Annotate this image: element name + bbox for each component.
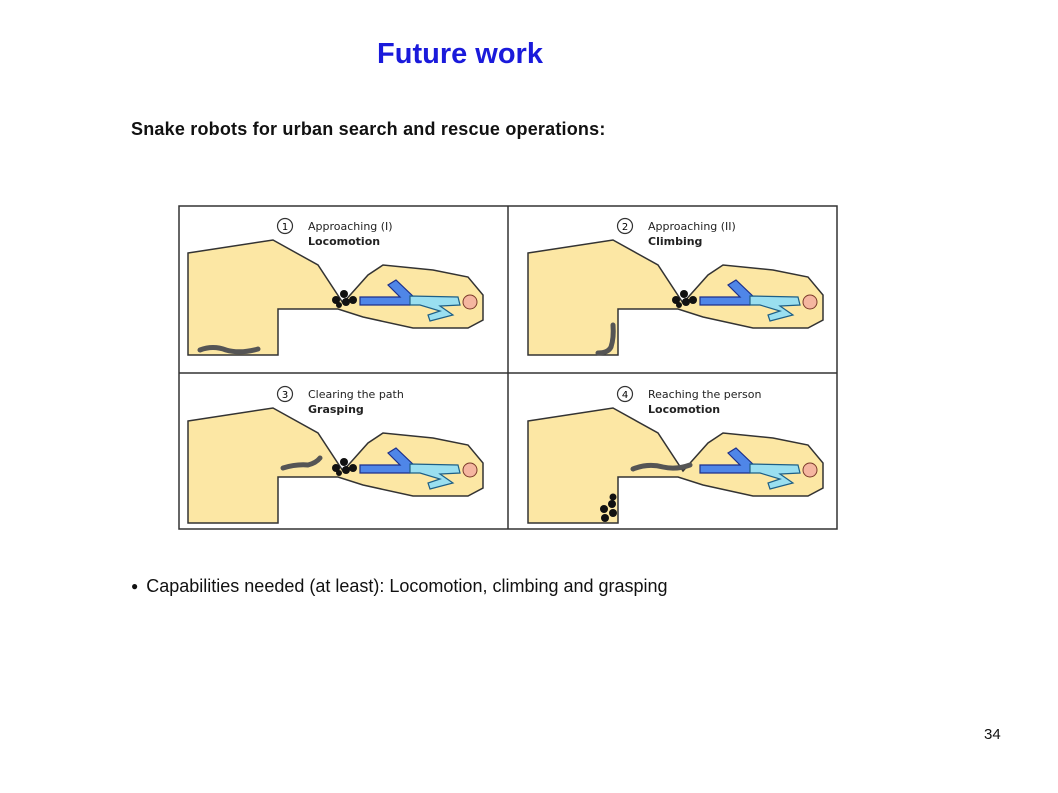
snake-robot-figure: 1 Approaching (I) Locomotion 2 Approachi…: [178, 205, 838, 530]
rocks-icon: [600, 493, 617, 522]
bullet-item: ● Capabilities needed (at least): Locomo…: [131, 576, 668, 597]
snake-robot-icon: [197, 345, 261, 355]
step-number-icon: [276, 385, 294, 403]
panel-number: 4: [622, 390, 628, 401]
snake-robot-icon: [630, 462, 693, 472]
bullet-text: Capabilities needed (at least): Locomoti…: [146, 576, 668, 596]
snake-robot-icon: [280, 455, 323, 471]
panel-caption: Reaching the person: [648, 388, 761, 401]
slide-title: Future work: [377, 38, 543, 70]
panel-number: 3: [282, 390, 288, 401]
panel-action: Grasping: [308, 403, 364, 416]
panel-caption: Clearing the path: [308, 388, 404, 401]
step-number-icon: [616, 385, 634, 403]
slide-subtitle: Snake robots for urban search and rescue…: [131, 119, 606, 139]
page-number: 34: [984, 726, 1001, 743]
panel-approaching-1: 1 Approaching (I) Locomotion: [187, 217, 484, 356]
panel-approaching-2: 2 Approaching (II) Climbing: [527, 217, 824, 356]
snake-robot-icon: [595, 322, 616, 356]
step-number-icon: [276, 217, 294, 235]
panel-number: 1: [282, 222, 288, 233]
bullet-icon: ●: [131, 579, 139, 593]
panel-reaching-person: 4 Reaching the person Locomotion: [527, 385, 824, 524]
panel-clearing-path: 3 Clearing the path Grasping: [187, 385, 484, 524]
panel-number: 2: [622, 222, 628, 233]
panel-action: Locomotion: [648, 403, 720, 416]
panel-action: Climbing: [648, 235, 702, 248]
panel-caption: Approaching (I): [308, 220, 393, 233]
step-number-icon: [616, 217, 634, 235]
panel-action: Locomotion: [308, 235, 380, 248]
panel-caption: Approaching (II): [648, 220, 736, 233]
